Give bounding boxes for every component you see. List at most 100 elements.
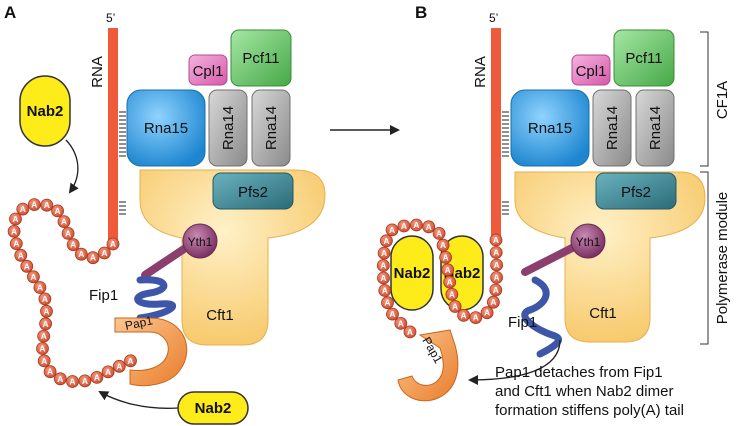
polyA-b-bead-label: A: [383, 236, 389, 246]
pcf11-label: Pcf11: [242, 50, 279, 67]
polyA-a-bead: [106, 237, 120, 251]
polyA-b-bead-label: A: [398, 318, 404, 328]
panel-label-a: A: [4, 3, 16, 22]
polyA-a-bead-label: A: [20, 204, 26, 214]
rna15-box-b: [510, 89, 590, 167]
polyA-a-bead: [112, 359, 126, 373]
polyA-b-bead: [480, 306, 494, 320]
nab2-pill-top: [19, 75, 71, 147]
polyA-a-bead: [36, 342, 49, 355]
polyA-b-bead: [489, 246, 503, 259]
polyA-b-bead: [403, 325, 417, 339]
polyA-b-bead: [439, 250, 453, 264]
polyA-b-bead: [376, 259, 390, 272]
polyA-a-bead-label: A: [69, 377, 75, 387]
panel-a: A Cft1 5’ RNA Cpl1 Pcf11 Rna15 Rna14: [4, 3, 326, 425]
polyA-b-bead-label: A: [461, 310, 467, 320]
polyA-a-bead: [9, 212, 22, 226]
polyA-b-bead-label: A: [452, 302, 458, 312]
polyA-b-bead: [489, 283, 503, 297]
cpl1-box: [188, 54, 228, 86]
rna15-label: Rna15: [144, 120, 188, 137]
polyA-a-bead-label: A: [43, 306, 49, 316]
fip1-shape: [134, 276, 177, 322]
detach-arrow: [468, 339, 561, 385]
rna15-label-b: Rna15: [528, 120, 572, 137]
polyA-b-bead-label: A: [490, 297, 496, 307]
polyA-b-bead: [397, 219, 411, 233]
polyA-a-bead: [124, 354, 137, 368]
polyA-b-bead: [490, 271, 504, 284]
polyA-b-bead-label: A: [493, 285, 499, 295]
polyA-a-bead-label: A: [42, 294, 48, 304]
polyA-b-bead-label: A: [380, 273, 386, 283]
polyA-b-bead-label: A: [449, 289, 455, 299]
nab2-pill-b1: [390, 235, 434, 311]
polyA-a-bead-label: A: [37, 283, 43, 293]
polyA-a-bead: [51, 204, 64, 218]
polyA-a-bead-label: A: [101, 248, 107, 258]
polyA-a-bead-label: A: [11, 226, 17, 236]
nab2-arrow-bottom: [98, 391, 179, 409]
polyA-a-bead-label: A: [39, 344, 45, 354]
rna-strand-b: [491, 28, 501, 240]
polyA-a-bead: [86, 251, 100, 265]
polyA-a-bead-label: A: [57, 374, 63, 384]
fip1-shape-b: [521, 276, 563, 358]
polyA-b-bead-label: A: [384, 298, 390, 308]
polyA-b-bead-label: A: [381, 248, 387, 258]
polyA-b-bead: [448, 300, 462, 313]
rna-binding-ticks-b: [502, 111, 509, 215]
polyA-b-bead: [385, 223, 399, 237]
nab2-label-b1: Nab2: [394, 265, 431, 282]
polyA-a-bead: [43, 365, 57, 379]
polyA-a-bead-label: A: [41, 331, 47, 341]
polyA-a-bead: [66, 238, 80, 252]
polyA-b-bead: [436, 238, 450, 252]
polyA-a-bead-label: A: [47, 367, 53, 377]
polyA-a-bead: [98, 246, 111, 260]
polyA-b-bead: [445, 287, 459, 301]
rna14-box-b2: [635, 89, 675, 167]
polyA-a-bead: [57, 215, 71, 229]
pap1-label: Pap1: [124, 313, 155, 333]
rna14-label-b1: Rna14: [604, 106, 621, 150]
polyA-b-bead-label: A: [389, 309, 395, 319]
pcf11-label-b: Pcf11: [625, 50, 662, 67]
polyA-a-bead-label: A: [82, 376, 88, 386]
fip1-label: Fip1: [89, 287, 118, 304]
polyA-a-bead-label: A: [30, 272, 36, 282]
polyA-a-bead-label: A: [12, 214, 18, 224]
polyA-b-bead-label: A: [484, 308, 490, 318]
polyA-b-bead: [486, 295, 500, 309]
cft1-shape-b: [514, 171, 706, 343]
polyA-b-bead-label: A: [413, 220, 419, 230]
polyA-a-bead-label: A: [105, 367, 111, 377]
rna-label-b: RNA: [472, 56, 489, 88]
polyA-a-bead-label: A: [110, 239, 116, 249]
polymerase-module-label: Polymerase module: [714, 192, 731, 325]
polyA-a-bead: [40, 198, 54, 212]
yth1-circle-b: [570, 223, 606, 259]
polyA-a-bead-label: A: [116, 361, 122, 371]
rna-binding-ticks: [119, 111, 126, 215]
panel-label-b: B: [415, 3, 427, 22]
nab2-label-bottom: Nab2: [195, 400, 232, 417]
polyA-a-bead-label: A: [18, 250, 24, 260]
pfs2-box-b: [595, 172, 677, 210]
polyA-b-bead: [432, 226, 446, 240]
polyA-b-bead: [490, 258, 504, 272]
cft1-label: Cft1: [206, 307, 234, 324]
polyA-a-bead-label: A: [78, 249, 84, 259]
polyA-b-bead: [378, 284, 392, 297]
polyA-b-bead: [409, 218, 423, 232]
rna14-label-1: Rna14: [220, 106, 237, 150]
polyA-a-bead: [20, 259, 34, 273]
polyA-a-bead: [39, 317, 52, 331]
polyA-b-bead-label: A: [426, 222, 432, 232]
polyA-b-bead: [394, 316, 408, 330]
yth1-label-b: Yth1: [576, 235, 601, 249]
rna-five-prime: 5’: [106, 11, 115, 25]
polyA-a-bead: [9, 237, 23, 251]
polyA-b-bead-label: A: [494, 273, 500, 283]
